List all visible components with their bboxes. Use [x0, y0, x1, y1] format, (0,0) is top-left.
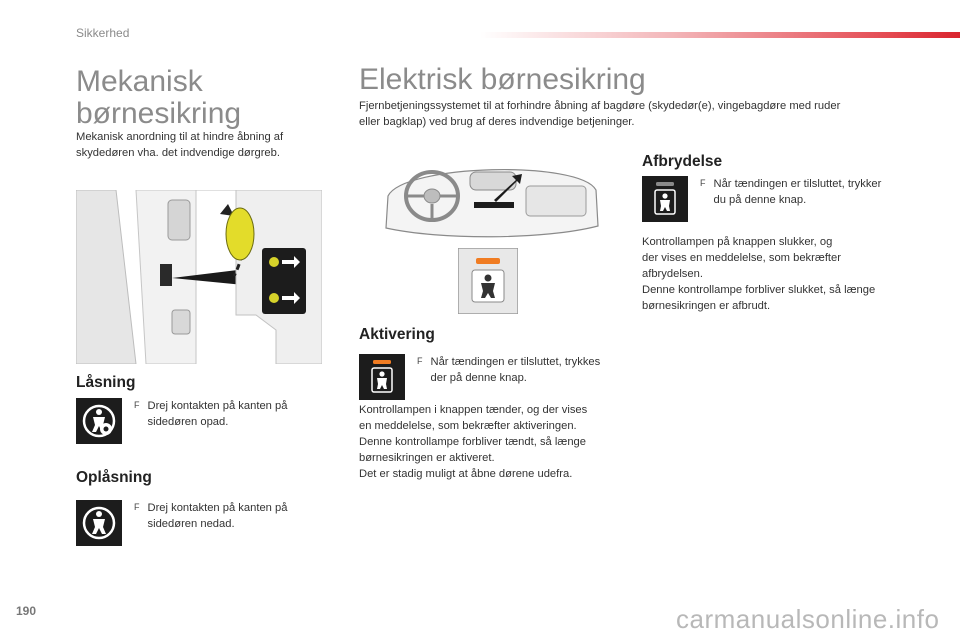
page-number: 190 [16, 604, 37, 618]
activation-bullet-line1: Når tændingen er tilsluttet, trykkes [430, 356, 601, 368]
locking-instruction: F Drej kontakten på kanten på sidedøren … [76, 398, 287, 444]
locking-text-line2: sidedøren opad. [147, 416, 229, 428]
watermark: carmanualsonline.info [676, 604, 940, 634]
mechanical-title: Mekanisk børnesikring [76, 66, 346, 129]
mechanical-intro: Mekanisk anordning til at hindre åbning … [76, 129, 336, 161]
activation-heading: Aktivering [359, 326, 435, 343]
activation-bullet-line2: der på denne knap. [430, 372, 527, 384]
bullet-marker: F [700, 178, 706, 188]
deactivation-line: afbrydelsen. [642, 268, 703, 280]
locking-heading: Låsning [76, 374, 136, 391]
deactivation-line: der vises en meddelelse, som bekræfter [642, 252, 841, 264]
electric-intro: Fjernbetjeningssystemet til at forhindre… [359, 98, 919, 130]
child-lock-button-off-icon [642, 176, 688, 222]
unlocking-text-line2: sidedøren nedad. [147, 518, 235, 530]
electric-intro-line1: Fjernbetjeningssystemet til at forhindre… [359, 100, 841, 112]
unlocking-instruction: F Drej kontakten på kanten på sidedøren … [76, 500, 287, 546]
activation-line: Det er stadig muligt at åbne dørene udef… [359, 468, 573, 480]
child-lock-locked-icon [76, 398, 122, 444]
electric-title: Elektrisk børnesikring [359, 63, 646, 96]
child-lock-button-on-icon [359, 354, 405, 400]
section-label: Sikkerhed [76, 26, 130, 40]
bullet-marker: F [417, 356, 423, 366]
deactivation-description: Kontrollampen på knappen slukker, og der… [642, 234, 932, 314]
child-lock-button-panel [457, 247, 519, 315]
deactivation-bullet-line2: du på denne knap. [713, 194, 807, 206]
deactivation-heading: Afbrydelse [642, 153, 723, 170]
mechanical-intro-line2: skydedøren vha. det indvendige dørgreb. [76, 147, 280, 159]
mechanical-title-line2: børnesikring [76, 96, 242, 130]
activation-bullet-text: Når tændingen er tilsluttet, trykkes der… [431, 354, 601, 386]
locking-text-line1: Drej kontakten på kanten på [147, 400, 288, 412]
deactivation-line: Denne kontrollampe forbliver slukket, så… [642, 284, 876, 296]
electric-intro-line2: eller bagklap) ved brug af deres indvend… [359, 116, 635, 128]
unlocking-text-line1: Drej kontakten på kanten på [147, 502, 288, 514]
bullet-marker: F [134, 400, 140, 410]
dashboard-illustration [384, 156, 600, 242]
activation-instruction: F Når tændingen er tilsluttet, trykkes d… [359, 354, 600, 400]
deactivation-line: børnesikringen er afbrudt. [642, 300, 771, 312]
unlocking-text: Drej kontakten på kanten på sidedøren ne… [148, 500, 288, 532]
activation-line: børnesikringen er aktiveret. [359, 452, 495, 464]
deactivation-instruction: F Når tændingen er tilsluttet, trykker d… [642, 176, 881, 222]
activation-line: Denne kontrollampe forbliver tændt, så l… [359, 436, 586, 448]
mechanical-intro-line1: Mekanisk anordning til at hindre åbning … [76, 131, 284, 143]
deactivation-line: Kontrollampen på knappen slukker, og [642, 236, 833, 248]
locking-text: Drej kontakten på kanten på sidedøren op… [148, 398, 288, 430]
activation-line: Kontrollampen i knappen tænder, og der v… [359, 404, 588, 416]
mechanical-title-line1: Mekanisk [76, 65, 203, 98]
unlocking-heading: Oplåsning [76, 469, 152, 486]
child-lock-unlocked-icon [76, 500, 122, 546]
bullet-marker: F [134, 502, 140, 512]
activation-description: Kontrollampen i knappen tænder, og der v… [359, 402, 629, 482]
deactivation-bullet-text: Når tændingen er tilsluttet, trykker du … [714, 176, 882, 208]
sliding-door-lock-illustration [75, 189, 323, 365]
header-accent-bar [480, 32, 960, 38]
deactivation-bullet-line1: Når tændingen er tilsluttet, trykker [713, 178, 882, 190]
activation-line: en meddelelse, som bekræfter aktiveringe… [359, 420, 577, 432]
